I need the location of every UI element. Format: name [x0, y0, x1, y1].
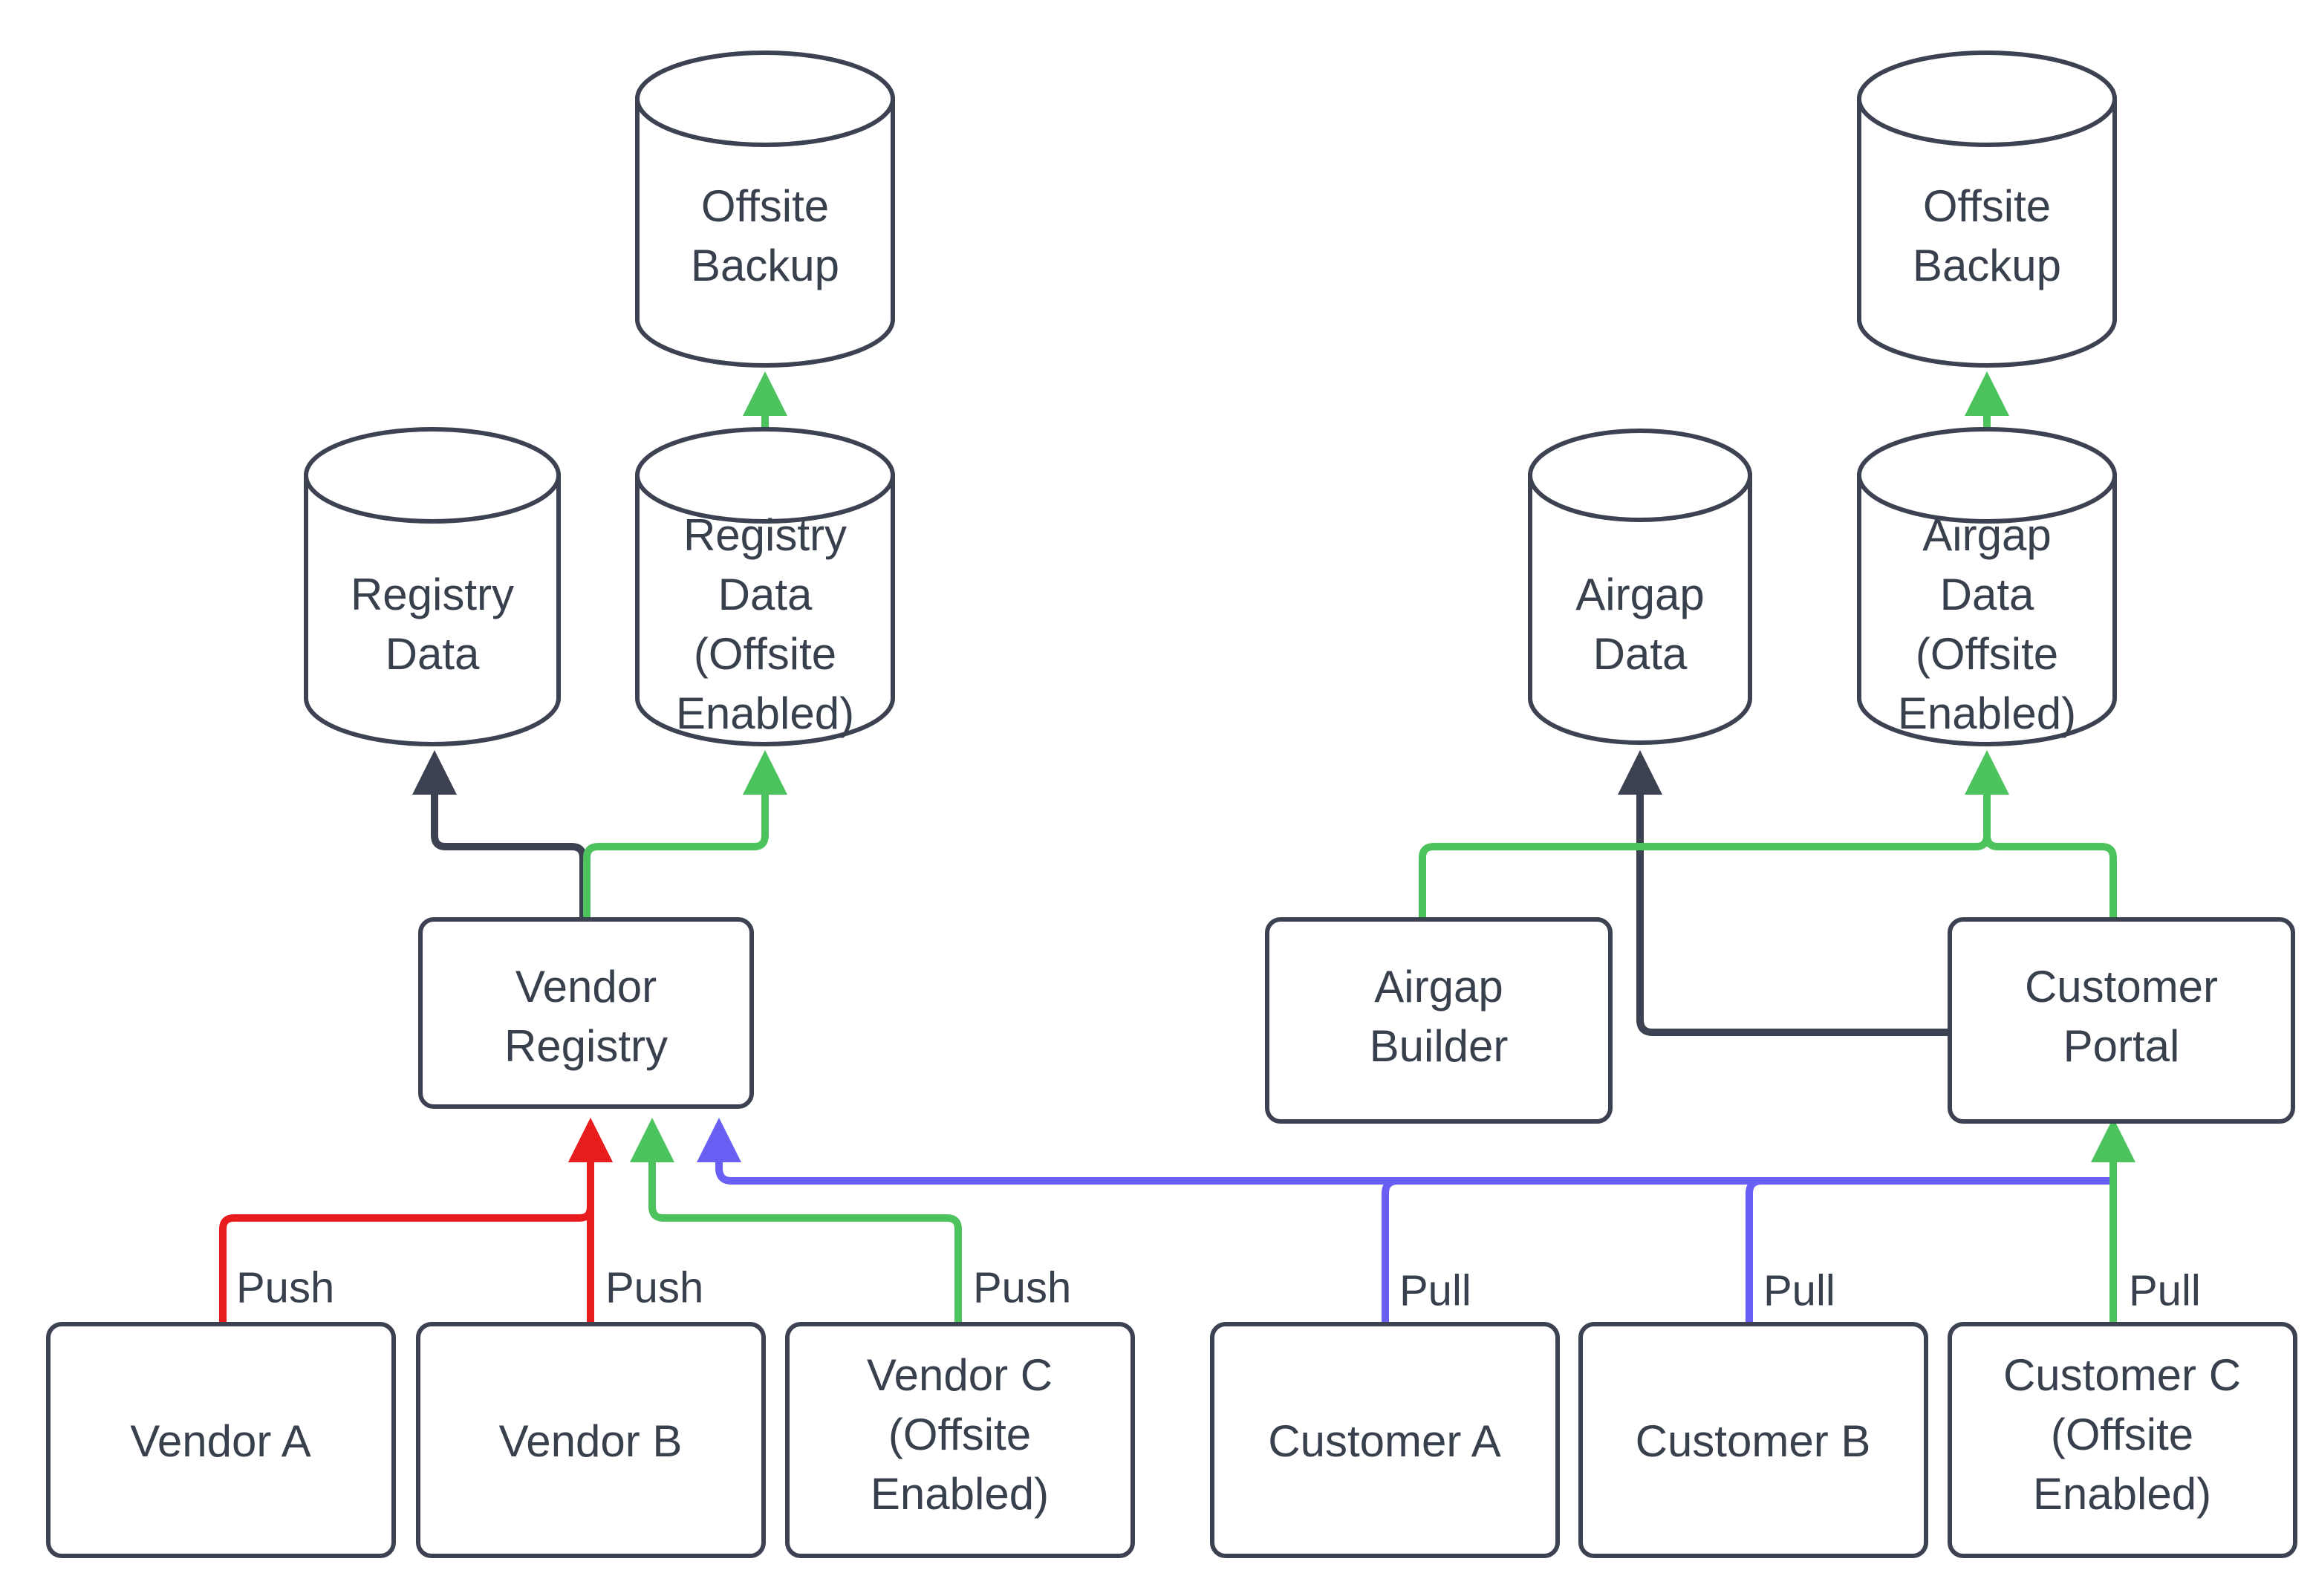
- customer-portal-box: [1948, 917, 2295, 1124]
- airgap-data-label-1: Airgap: [1575, 570, 1704, 619]
- node-customer-c[interactable]: Customer C (Offsite Enabled): [1948, 1322, 2297, 1558]
- edge-vendor-registry-to-registry-data: [412, 750, 587, 921]
- airgap-data-offsite-label-2: Data: [1940, 570, 2034, 619]
- node-airgap-builder[interactable]: Airgap Builder: [1265, 917, 1613, 1124]
- airgap-data-offsite-label-4: Enabled): [1898, 688, 2076, 738]
- edge-label-vendor-a-push: Push: [236, 1263, 334, 1312]
- node-offsite-backup-right[interactable]: Offsite Backup: [1857, 51, 2117, 368]
- vendor-c-label-2: (Offsite: [888, 1410, 1031, 1459]
- airgap-builder-box: [1265, 917, 1613, 1124]
- node-registry-data-offsite[interactable]: Registry Data (Offsite Enabled): [635, 427, 895, 746]
- customer-c-label-2: (Offsite: [2051, 1410, 2193, 1459]
- airgap-data-label-2: Data: [1593, 629, 1688, 679]
- registry-data-offsite-label-2: Data: [718, 570, 813, 619]
- edges-layer: [219, 371, 2135, 1326]
- offsite-backup-left-label-1: Offsite: [701, 181, 829, 231]
- edge-label-vendor-c-push: Push: [973, 1263, 1071, 1312]
- node-registry-data[interactable]: Registry Data: [304, 427, 561, 746]
- cylinder-top-airgap-data: [1528, 429, 1752, 522]
- registry-data-label-1: Registry: [351, 570, 514, 619]
- edge-label-vendor-b-push: Push: [605, 1263, 703, 1312]
- cylinder-body-airgap-data: [1528, 473, 1752, 745]
- vendor-a-box: [46, 1322, 396, 1558]
- node-customer-a[interactable]: Customer A: [1210, 1322, 1560, 1558]
- airgap-data-offsite-label-1: Airgap: [1922, 510, 2051, 560]
- edge-customer-a-to-customer-portal: [1382, 1177, 2117, 1326]
- airgap-builder-label-2: Builder: [1370, 1021, 1509, 1071]
- edge-customer-portal-to-airgap-data: [1618, 750, 1953, 1036]
- cylinder-body-registry-data: [304, 473, 561, 746]
- offsite-backup-right-label-1: Offsite: [1923, 181, 2051, 231]
- registry-data-label-2: Data: [386, 629, 480, 679]
- cylinder-top-offsite-backup-right: [1857, 51, 2117, 147]
- node-vendor-a[interactable]: Vendor A: [46, 1322, 396, 1558]
- node-vendor-registry[interactable]: Vendor Registry: [418, 917, 754, 1109]
- registry-data-offsite-label-3: (Offsite: [694, 629, 836, 679]
- cylinder-body-offsite-backup-left: [635, 97, 895, 368]
- cylinder-top-registry-data: [304, 427, 561, 524]
- vendor-a-label: Vendor A: [130, 1416, 311, 1466]
- edge-label-customer-a-pull: Pull: [1399, 1266, 1471, 1315]
- edge-label-customer-c-pull: Pull: [2129, 1266, 2201, 1315]
- vendor-b-box: [416, 1322, 766, 1558]
- airgap-data-offsite-label-3: (Offsite: [1916, 629, 2058, 679]
- customer-portal-label-1: Customer: [2025, 962, 2218, 1012]
- edge-customer-portal-to-vendor-registry: [697, 1118, 2117, 1185]
- node-airgap-data-offsite[interactable]: Airgap Data (Offsite Enabled): [1857, 427, 2117, 746]
- vendor-registry-box: [418, 917, 754, 1109]
- vendor-c-label-3: Enabled): [871, 1469, 1049, 1519]
- customer-b-box: [1578, 1322, 1928, 1558]
- customer-portal-label-2: Portal: [2063, 1021, 2180, 1071]
- vendor-registry-label-2: Registry: [504, 1021, 668, 1071]
- cylinder-body-offsite-backup-right: [1857, 97, 2117, 368]
- cylinder-body-airgap-data-offsite: [1857, 473, 2117, 746]
- node-offsite-backup-left[interactable]: Offsite Backup: [635, 51, 895, 368]
- node-vendor-c[interactable]: Vendor C (Offsite Enabled): [785, 1322, 1135, 1558]
- edge-customer-b-to-customer-portal: [1746, 1177, 2117, 1326]
- node-airgap-data[interactable]: Airgap Data: [1528, 429, 1752, 745]
- customer-c-box: [1948, 1322, 2297, 1558]
- offsite-backup-left-label-2: Backup: [691, 241, 839, 290]
- edge-vendor-c-to-vendor-registry: [630, 1118, 962, 1326]
- cylinder-body-registry-data-offsite: [635, 473, 895, 746]
- node-vendor-b[interactable]: Vendor B: [416, 1322, 766, 1558]
- offsite-backup-right-label-2: Backup: [1913, 241, 2061, 290]
- cylinder-top-airgap-data-offsite: [1857, 427, 2117, 524]
- customer-a-box: [1210, 1322, 1560, 1558]
- node-customer-b[interactable]: Customer B: [1578, 1322, 1928, 1558]
- edge-labels-layer: Push Push Push Pull Pull Pull: [236, 1263, 2201, 1315]
- registry-data-offsite-label-4: Enabled): [676, 688, 854, 738]
- customer-c-label-3: Enabled): [2033, 1469, 2211, 1519]
- edge-airgap-builder-to-airgap-data-offsite: [1419, 750, 2009, 921]
- vendor-c-box: [785, 1322, 1135, 1558]
- customer-a-label: Customer A: [1268, 1416, 1500, 1466]
- registry-data-offsite-label-1: Registry: [683, 510, 847, 560]
- cylinder-top-registry-data-offsite: [635, 427, 895, 524]
- node-customer-portal[interactable]: Customer Portal: [1948, 917, 2295, 1124]
- vendor-c-label-1: Vendor C: [867, 1350, 1053, 1400]
- customer-c-label-1: Customer C: [2003, 1350, 2241, 1400]
- vendor-b-label: Vendor B: [499, 1416, 683, 1466]
- customer-b-label: Customer B: [1636, 1416, 1871, 1466]
- airgap-builder-label-1: Airgap: [1374, 962, 1503, 1012]
- cylinder-top-offsite-backup-left: [635, 51, 895, 147]
- edge-vendor-registry-to-registry-data-offsite: [583, 750, 787, 921]
- edge-label-customer-b-pull: Pull: [1763, 1266, 1835, 1315]
- edge-customer-portal-to-airgap-data-offsite: [1983, 758, 2117, 921]
- vendor-registry-label-1: Vendor: [515, 962, 657, 1012]
